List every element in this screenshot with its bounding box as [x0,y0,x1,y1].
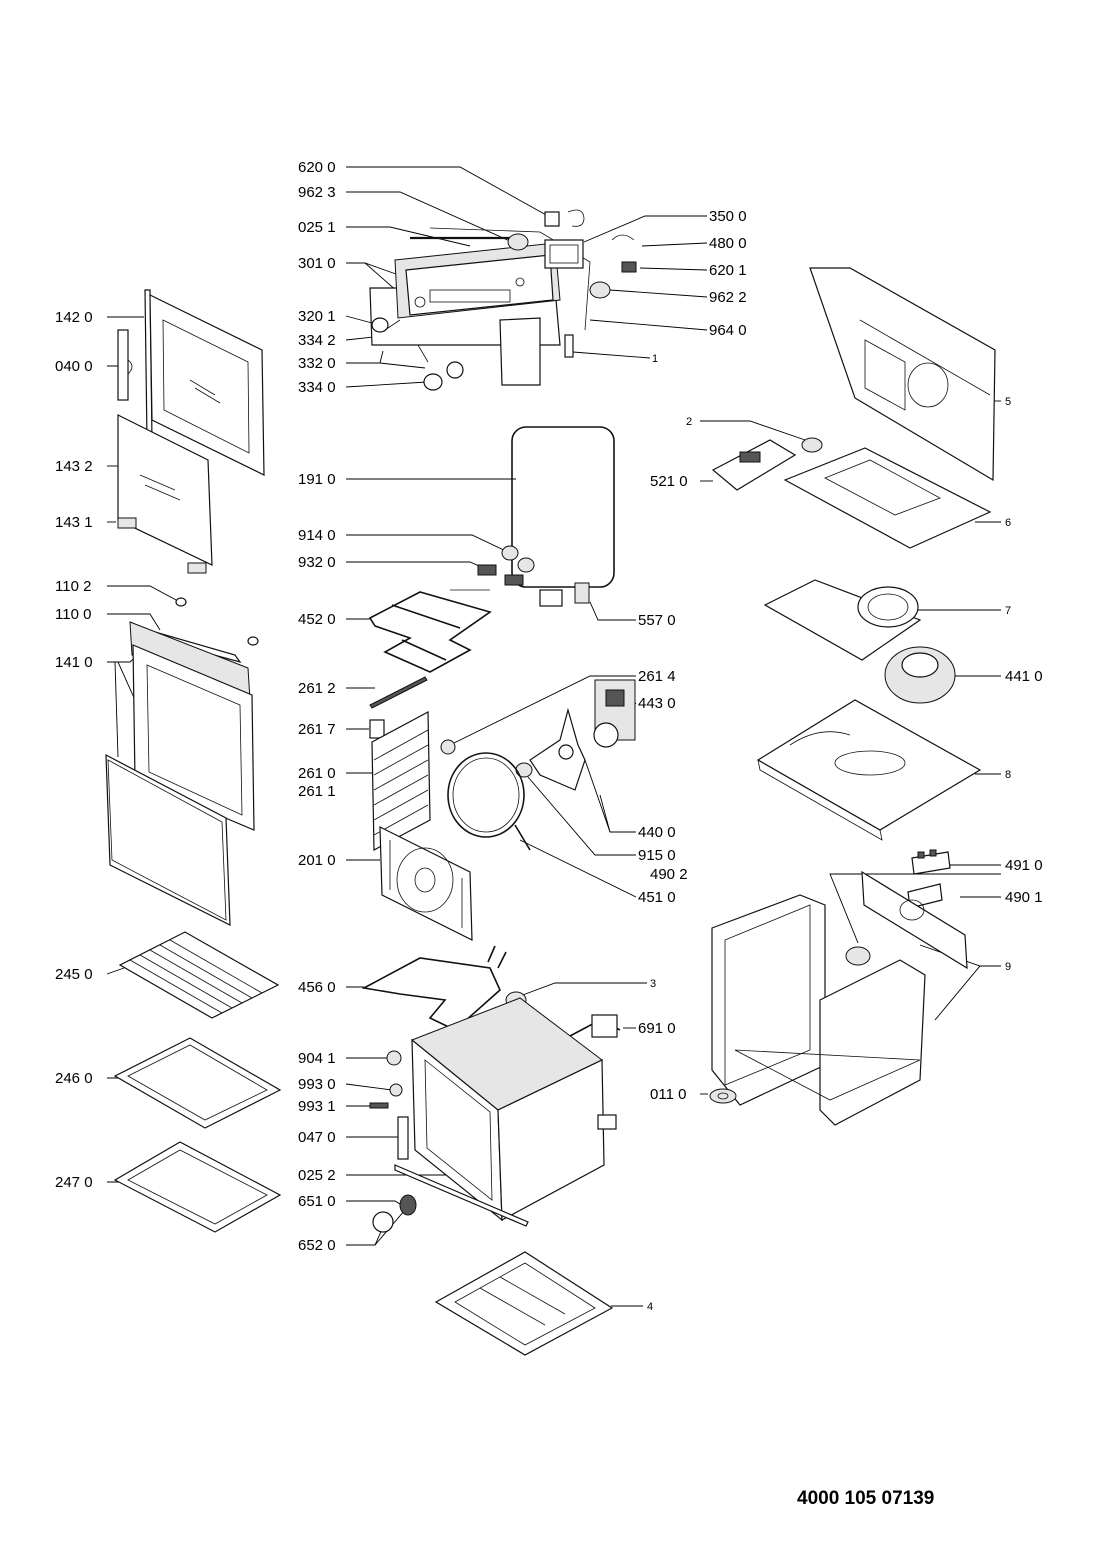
fan-cover-plate-part [763,579,922,661]
rear-cover-part [809,267,996,482]
part-label-620-0: 620 0 [298,159,336,176]
part-label-201-0: 201 0 [298,852,336,869]
part-label-962-2: 962 2 [709,289,747,306]
part-label-334-0: 334 0 [298,379,336,396]
part-label-652-0: 652 0 [298,1237,336,1254]
control-panel-group [369,209,637,391]
foot-part [709,1088,737,1104]
cooling-fan-part [884,646,956,704]
part-label-047-0: 047 0 [298,1129,336,1146]
inner-door-part [105,621,255,926]
part-label-993-0: 993 0 [298,1076,336,1093]
rear-panel-part [379,826,473,941]
terminal-block-part [911,849,951,875]
part-label-452-0: 452 0 [298,611,336,628]
part-label-110-0: 110 0 [55,606,91,623]
part-label-143-1: 143 1 [55,514,93,531]
part-label-3: 3 [650,978,656,990]
part-label-490-1: 490 1 [1005,889,1043,906]
part-label-2: 2 [686,416,692,428]
part-label-011-0: 011 0 [650,1086,686,1103]
part-label-320-1: 320 1 [298,308,336,325]
part-label-964-0: 964 0 [709,322,747,339]
part-label-441-0: 441 0 [1005,668,1043,685]
part-label-261-7: 261 7 [298,721,336,738]
part-label-332-0: 332 0 [298,355,336,372]
circular-element-part [447,752,531,851]
part-label-962-3: 962 3 [298,184,336,201]
part-label-247-0: 247 0 [55,1174,93,1191]
part-label-245-0: 245 0 [55,966,93,983]
part-label-914-0: 914 0 [298,527,336,544]
part-label-191-0: 191 0 [298,471,336,488]
outer-cabinet-part [711,894,926,1126]
part-label-932-0: 932 0 [298,554,336,571]
deep-tray-part [113,1141,282,1233]
side-rail-parts [369,676,431,851]
part-label-557-0: 557 0 [638,612,676,629]
part-label-040-0: 040 0 [55,358,93,375]
part-label-301-0: 301 0 [298,255,336,272]
part-label-6: 6 [1005,517,1011,529]
document-number: 4000 105 07139 [797,1488,934,1509]
part-label-025-1: 025 1 [298,219,336,236]
baking-tray-part [113,1037,282,1129]
part-label-261-0: 261 0 [298,765,336,782]
part-label-443-0: 443 0 [638,695,676,712]
fan-fittings-parts [477,545,590,607]
part-label-456-0: 456 0 [298,979,336,996]
part-label-025-2: 025 2 [298,1167,336,1184]
part-label-904-1: 904 1 [298,1050,336,1067]
part-label-691-0: 691 0 [638,1020,676,1037]
part-label-451-0: 451 0 [638,889,676,906]
part-label-261-4: 261 4 [638,668,676,685]
part-label-651-0: 651 0 [298,1193,336,1210]
part-label-1: 1 [652,353,658,365]
outer-door-part [117,289,265,476]
part-label-491-0: 491 0 [1005,857,1043,874]
part-label-7: 7 [1005,605,1011,617]
part-label-521-0: 521 0 [650,473,688,490]
outer-top-part [756,699,982,841]
part-label-4: 4 [647,1301,653,1313]
control-board-part [711,437,823,491]
bottom-plate-part [434,1251,614,1356]
part-label-141-0: 141 0 [55,654,93,671]
side-panel-part [861,870,968,970]
part-label-620-1: 620 1 [709,262,747,279]
door-gasket-part [511,426,615,588]
part-label-915-0: 915 0 [638,847,676,864]
top-plate-part [783,447,992,549]
part-label-142-0: 142 0 [55,309,93,326]
part-label-334-2: 334 2 [298,332,336,349]
part-label-8: 8 [1005,769,1011,781]
part-label-480-0: 480 0 [709,235,747,252]
fan-motor-part [440,679,636,791]
part-labels: 620 0 962 3 025 1 301 0 320 1 334 2 332 … [55,159,1043,1509]
part-label-5: 5 [1005,396,1011,408]
part-label-261-1: 261 1 [298,783,336,800]
glass-panel-part [117,414,213,574]
part-label-246-0: 246 0 [55,1070,93,1087]
oven-cavity-part [369,997,617,1233]
shelf-rack-part [118,931,280,1019]
grill-element-part [368,589,492,673]
part-label-993-1: 993 1 [298,1098,336,1115]
part-label-110-2: 110 2 [55,578,91,595]
part-label-9: 9 [1005,961,1011,973]
part-label-143-2: 143 2 [55,458,93,475]
part-label-261-2: 261 2 [298,680,336,697]
part-label-490-2: 490 2 [650,866,688,883]
part-label-440-0: 440 0 [638,824,676,841]
part-label-350-0: 350 0 [709,208,747,225]
